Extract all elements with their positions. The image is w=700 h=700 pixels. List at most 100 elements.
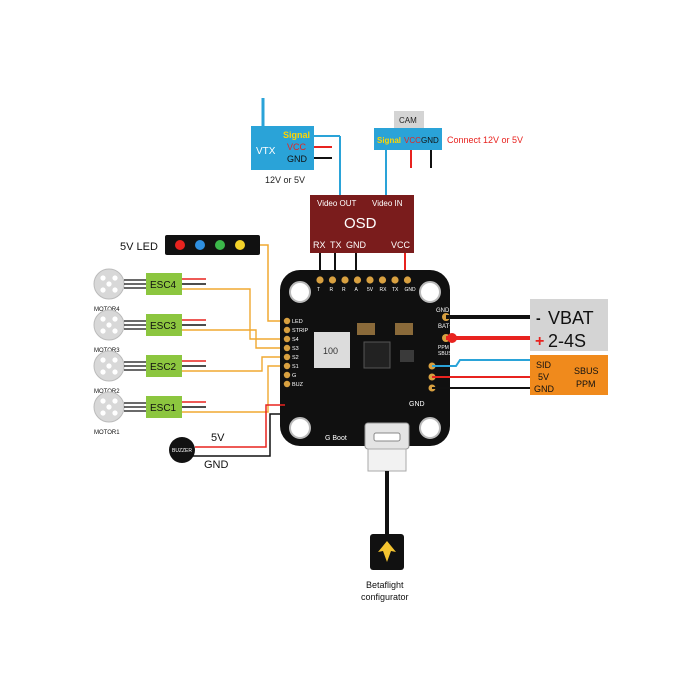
buzzer-5v-wire bbox=[195, 404, 285, 448]
motor-hole bbox=[112, 287, 118, 293]
left-pad-label: BUZ bbox=[292, 382, 304, 388]
motor-hole bbox=[100, 369, 106, 375]
pad-gnd-right-label: GND bbox=[436, 308, 450, 314]
left-pad-label: S4 bbox=[292, 337, 299, 343]
motor-hole bbox=[106, 404, 112, 410]
esc-box bbox=[146, 396, 182, 418]
top-pad bbox=[353, 276, 362, 284]
motor-hole bbox=[106, 281, 112, 287]
motor-hole bbox=[106, 322, 112, 328]
esc-box bbox=[146, 273, 182, 295]
receiver-gnd-label: GND bbox=[534, 384, 555, 394]
regulator-chip bbox=[400, 350, 414, 362]
cam-module: CAM Signal VCC GND Connect 12V or 5V bbox=[374, 111, 523, 196]
top-pad-label: GND bbox=[405, 287, 417, 293]
left-pad bbox=[283, 362, 291, 370]
mount-hole-bl bbox=[289, 417, 311, 439]
osd-vcc-label: VCC bbox=[391, 240, 411, 250]
esc-label: ESC4 bbox=[150, 280, 177, 291]
top-pad-label: A bbox=[355, 287, 359, 293]
left-pad-label: S2 bbox=[292, 355, 299, 361]
cam-box bbox=[374, 128, 442, 150]
receiver-ppm-label: PPM bbox=[576, 379, 596, 389]
battery-vbat-label: VBAT bbox=[548, 308, 594, 328]
vtx-voltage-note: 12V or 5V bbox=[265, 175, 305, 185]
osd-module: Video OUT Video IN OSD RX TX GND VCC bbox=[310, 195, 414, 278]
buzzer-gnd-wire bbox=[190, 413, 285, 457]
usb-cable: Betaflight configurator bbox=[361, 448, 409, 602]
receiver-sid-label: SID bbox=[536, 360, 552, 370]
osd-video-out-label: Video OUT bbox=[317, 199, 357, 208]
top-pad bbox=[378, 276, 387, 284]
top-pad-label: 5V bbox=[367, 287, 374, 293]
esc-label: ESC1 bbox=[150, 403, 177, 414]
buzzer-body bbox=[169, 437, 195, 463]
esc-signal-wire bbox=[182, 356, 285, 372]
top-pad-label: RX bbox=[380, 287, 388, 293]
motor-hole bbox=[112, 357, 118, 363]
motor-row-1: MOTOR4ESC4 bbox=[93, 268, 285, 340]
inductor-label: 100 bbox=[323, 346, 338, 356]
receiver: SID 5V GND SBUS PPM bbox=[432, 355, 608, 395]
motor-hole bbox=[112, 410, 118, 416]
osd-box bbox=[310, 195, 414, 253]
left-pad bbox=[283, 335, 291, 343]
pad-sbus-label: SBUS bbox=[438, 351, 452, 357]
osd-rx-label: RX bbox=[313, 240, 326, 250]
vtx-box bbox=[251, 126, 314, 170]
cam-connect-note: Connect 12V or 5V bbox=[447, 135, 523, 145]
vtx-signal-label: Signal bbox=[283, 130, 310, 140]
motor-hole bbox=[100, 275, 106, 281]
left-pad bbox=[283, 344, 291, 352]
top-pad-label: R bbox=[342, 287, 346, 293]
led-dot-yellow bbox=[235, 240, 245, 250]
mount-hole-br bbox=[419, 417, 441, 439]
motor-hole bbox=[112, 275, 118, 281]
motor-hole bbox=[112, 328, 118, 334]
osd-title: OSD bbox=[344, 215, 377, 232]
receiver-sbus-label: SBUS bbox=[574, 366, 599, 376]
motor-hole bbox=[112, 369, 118, 375]
battery-plus: + bbox=[535, 333, 544, 350]
esc-label: ESC3 bbox=[150, 321, 177, 332]
motor-row-2: MOTOR3ESC3 bbox=[93, 309, 285, 354]
usb-port-slot bbox=[373, 432, 401, 442]
pad-gnd-bottom-label: GND bbox=[409, 401, 425, 408]
buzzer-label: BUZZER bbox=[172, 448, 192, 454]
motor-hole bbox=[100, 398, 106, 404]
top-pad bbox=[316, 276, 324, 284]
motor-hole bbox=[106, 363, 112, 369]
betaflight-label-1: Betaflight bbox=[366, 580, 404, 590]
motor-hole bbox=[100, 316, 106, 322]
cam-gnd-label: GND bbox=[421, 136, 439, 145]
left-pad-label: LED bbox=[292, 319, 303, 325]
led-dot-green bbox=[215, 240, 225, 250]
osd-gnd-label: GND bbox=[346, 240, 367, 250]
receiver-sid-wire bbox=[432, 359, 530, 367]
buzzer: BUZZER 5V GND bbox=[169, 404, 285, 471]
left-pad-label: S3 bbox=[292, 346, 299, 352]
esc-signal-wire bbox=[182, 288, 285, 340]
motor-esc-group: MOTOR4ESC4MOTOR3ESC3MOTOR2ESC2MOTOR1ESC1 bbox=[93, 268, 285, 436]
esc-signal-wire bbox=[182, 365, 285, 413]
mount-hole-tr bbox=[419, 281, 441, 303]
vtx-module: VTX Signal VCC GND 12V or 5V bbox=[251, 98, 340, 185]
betaflight-label-2: configurator bbox=[361, 592, 409, 602]
esc-box bbox=[146, 355, 182, 377]
cam-signal-label: Signal bbox=[377, 136, 401, 145]
esc-label: ESC2 bbox=[150, 362, 177, 373]
capacitor-1 bbox=[357, 323, 375, 335]
battery-plus-solder bbox=[447, 333, 457, 343]
receiver-5v-label: 5V bbox=[538, 372, 549, 382]
motor-hole bbox=[112, 316, 118, 322]
cam-name: CAM bbox=[399, 116, 417, 125]
top-pad-label: R bbox=[330, 287, 334, 293]
betaflight-bee-icon bbox=[378, 541, 396, 562]
battery-cells-label: 2-4S bbox=[548, 331, 586, 351]
left-pad-label: G bbox=[292, 373, 296, 379]
osd-video-in-label: Video IN bbox=[372, 199, 403, 208]
cam-label-box bbox=[394, 111, 424, 128]
